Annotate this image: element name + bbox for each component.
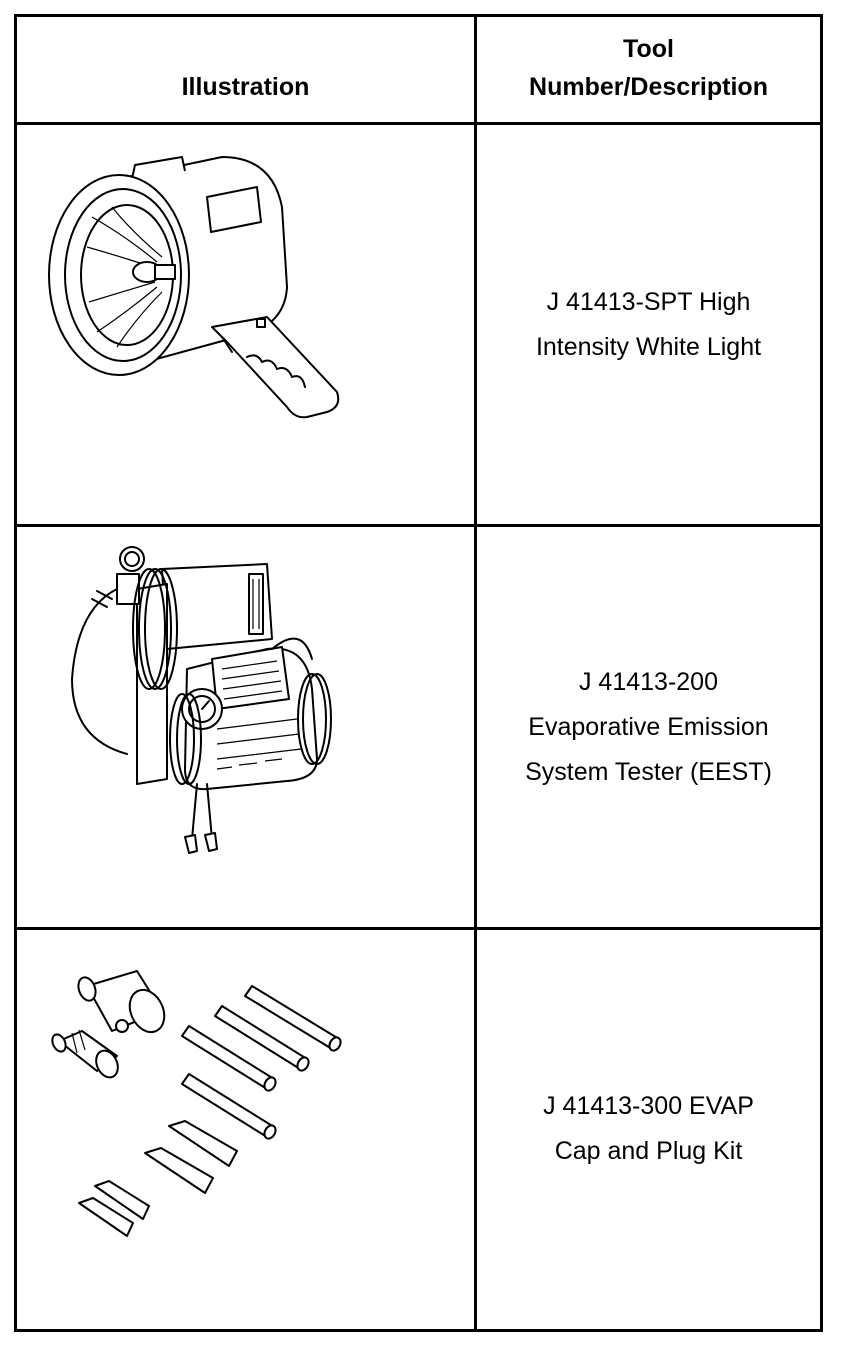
header-illustration: Illustration	[14, 13, 477, 126]
special-tools-table: Illustration Tool Number/Description	[14, 13, 823, 1333]
header-number-description-label: Number/Description	[529, 73, 768, 102]
tool-description-line-1: J 41413-200	[578, 667, 718, 696]
tool-description-line-2: Intensity White Light	[535, 332, 762, 361]
tool-description-cell: J 41413-300 EVAP Cap and Plug Kit	[474, 926, 823, 1333]
table-header-row: Illustration Tool Number/Description	[14, 13, 823, 126]
tool-description-cell: J 41413-200 Evaporative Emission System …	[474, 524, 823, 930]
evap-tester-icon	[71, 546, 332, 855]
table-row: J 41413-SPT High Intensity White Light	[14, 122, 823, 528]
tool-description-line-2: Evaporative Emission	[528, 712, 769, 741]
tool-description-line-1: J 41413-300 EVAP	[543, 1092, 754, 1121]
tool-description-line-2: Cap and Plug Kit	[554, 1137, 743, 1166]
illustration-cell	[14, 122, 477, 528]
table-row: J 41413-300 EVAP Cap and Plug Kit	[14, 926, 823, 1333]
header-illustration-label: Illustration	[181, 73, 310, 102]
table-row: J 41413-200 Evaporative Emission System …	[14, 524, 823, 930]
cap-plug-kit-icon	[51, 970, 342, 1238]
plug-rods	[181, 985, 342, 1140]
illustration-cell	[14, 926, 477, 1333]
header-tool-label: Tool	[623, 35, 674, 64]
tool-description-line-1: J 41413-SPT High	[546, 287, 751, 316]
tool-description-cell: J 41413-SPT High Intensity White Light	[474, 122, 823, 528]
tool-description-line-3: System Tester (EEST)	[525, 757, 772, 786]
header-tool-description: Tool Number/Description	[474, 13, 823, 126]
spotlight-icon	[48, 155, 340, 418]
illustration-cell	[14, 524, 477, 930]
